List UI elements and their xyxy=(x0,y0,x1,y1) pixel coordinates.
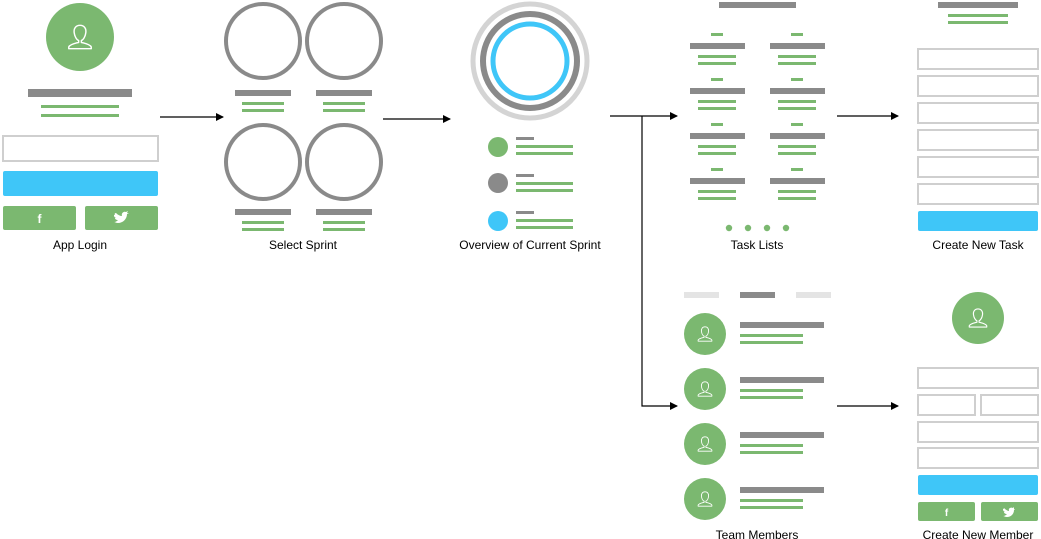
task-input-field[interactable] xyxy=(917,102,1039,124)
pager-dot[interactable] xyxy=(763,224,771,232)
legend-dot-gray xyxy=(488,173,508,193)
twitter-icon xyxy=(114,211,129,223)
flow-arrows xyxy=(160,112,899,410)
facebook-icon: f xyxy=(945,508,949,519)
sprint-card[interactable] xyxy=(305,2,383,112)
screen-create-member: f Create New Member xyxy=(917,292,1039,539)
task-item[interactable] xyxy=(690,168,745,200)
tab-active[interactable] xyxy=(740,292,775,298)
member-row[interactable] xyxy=(684,368,824,410)
screen-app-login: f App Login xyxy=(2,3,159,252)
task-item[interactable] xyxy=(690,123,745,155)
title-bar xyxy=(28,89,132,97)
facebook-icon: f xyxy=(38,212,43,226)
sprint-card[interactable] xyxy=(305,123,383,231)
task-item[interactable] xyxy=(690,33,745,65)
screen-create-task: Create New Task xyxy=(917,2,1039,252)
screen-team-members: Team Members xyxy=(684,292,831,539)
subtitle-line xyxy=(948,21,1008,24)
task-item[interactable] xyxy=(770,33,825,65)
twitter-icon xyxy=(1003,507,1015,517)
pager-dot[interactable] xyxy=(744,224,752,232)
screen-label: App Login xyxy=(53,238,107,252)
twitter-login-button[interactable] xyxy=(85,206,158,230)
facebook-invite-button[interactable]: f xyxy=(918,502,975,521)
title-bar xyxy=(938,2,1018,8)
sprint-card[interactable] xyxy=(224,123,302,231)
username-field[interactable] xyxy=(2,135,159,162)
member-name-field[interactable] xyxy=(917,367,1039,389)
member-row[interactable] xyxy=(684,423,824,465)
screen-label: Team Members xyxy=(716,528,799,539)
tab-right[interactable] xyxy=(796,292,831,298)
task-item[interactable] xyxy=(690,78,745,110)
legend-row xyxy=(488,173,573,193)
pager[interactable] xyxy=(725,224,790,232)
task-input-field[interactable] xyxy=(917,156,1039,178)
create-task-button[interactable] xyxy=(918,211,1038,231)
member-row[interactable] xyxy=(684,478,824,520)
task-item[interactable] xyxy=(770,78,825,110)
screen-label: Select Sprint xyxy=(269,238,338,252)
screen-label: Create New Member xyxy=(923,528,1034,539)
member-row[interactable] xyxy=(684,313,824,355)
pager-dot[interactable] xyxy=(782,224,790,232)
legend-row xyxy=(488,211,573,231)
task-item[interactable] xyxy=(770,168,825,200)
tab-left[interactable] xyxy=(684,292,719,298)
screen-select-sprint: Select Sprint xyxy=(224,2,383,252)
member-first-field[interactable] xyxy=(917,394,976,416)
sprint-progress-ring xyxy=(470,1,590,121)
legend-dot-green xyxy=(488,137,508,157)
member-list xyxy=(684,313,824,520)
member-role-field[interactable] xyxy=(917,447,1039,469)
pager-dot[interactable] xyxy=(725,224,733,232)
title-bar xyxy=(719,2,796,8)
login-button[interactable] xyxy=(3,171,158,196)
user-avatar-icon xyxy=(684,313,726,355)
legend-row xyxy=(488,137,573,157)
screen-label: Overview of Current Sprint xyxy=(459,238,601,252)
screen-label: Create New Task xyxy=(932,238,1024,252)
member-email-field[interactable] xyxy=(917,421,1039,443)
user-avatar-icon xyxy=(684,423,726,465)
screen-task-lists: Task Lists xyxy=(690,2,825,252)
task-input-field[interactable] xyxy=(917,75,1039,97)
task-input-field[interactable] xyxy=(917,183,1039,205)
subtitle-line xyxy=(41,114,119,117)
subtitle-line xyxy=(41,105,119,108)
user-avatar-icon xyxy=(684,368,726,410)
member-last-field[interactable] xyxy=(980,394,1039,416)
task-input-field[interactable] xyxy=(917,48,1039,70)
task-form xyxy=(917,48,1039,205)
user-avatar-icon[interactable] xyxy=(952,292,1004,344)
legend-dot-blue xyxy=(488,211,508,231)
sprint-card[interactable] xyxy=(224,2,302,112)
user-avatar-icon xyxy=(684,478,726,520)
twitter-invite-button[interactable] xyxy=(981,502,1038,521)
arrow-overview-to-members xyxy=(641,116,678,410)
user-avatar-icon xyxy=(46,3,114,71)
task-item[interactable] xyxy=(770,123,825,155)
subtitle-line xyxy=(948,14,1008,17)
task-input-field[interactable] xyxy=(917,129,1039,151)
screen-overview: Overview of Current Sprint xyxy=(459,1,601,252)
facebook-login-button[interactable]: f xyxy=(3,206,76,230)
create-member-button[interactable] xyxy=(918,475,1038,495)
task-list-grid xyxy=(690,33,825,200)
screen-label: Task Lists xyxy=(731,238,784,252)
